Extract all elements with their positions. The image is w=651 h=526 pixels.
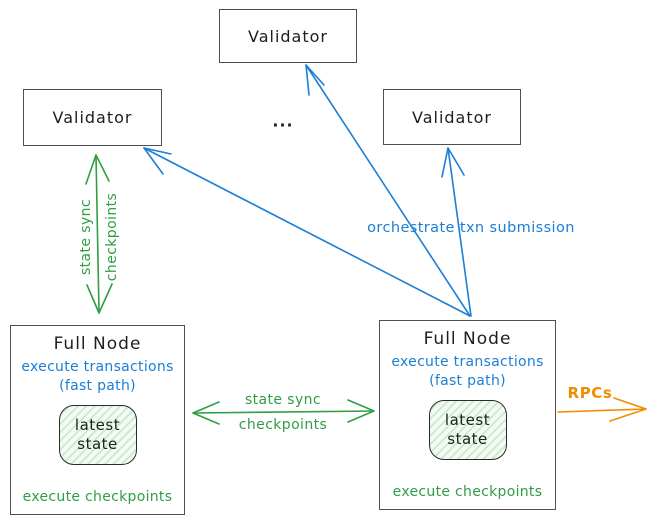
validator-box-left: Validator	[23, 89, 162, 146]
full-node-box-left: Full Node execute transactions (fast pat…	[10, 325, 185, 515]
state-sync-vertical-line1: state sync	[78, 198, 94, 276]
execute-transactions-line1: execute transactions	[391, 354, 544, 370]
fast-path-label: (fast path)	[59, 378, 136, 394]
state-sync-vertical-line2: checkpoints	[104, 192, 120, 282]
state-sync-vertical-label: state sync checkpoints	[73, 193, 125, 281]
validator-box-top: Validator	[219, 9, 357, 63]
validator-label: Validator	[412, 107, 492, 127]
latest-state-box: latest state	[58, 405, 137, 465]
execute-transactions-label: execute transactions (fast path)	[391, 353, 543, 391]
execute-transactions-line1: execute transactions	[21, 359, 174, 375]
latest-state-label-line1: latest	[444, 411, 491, 429]
state-sync-horizontal-arrow	[192, 399, 375, 425]
validator-label: Validator	[52, 108, 133, 127]
orchestrate-label: orchestrate txn submission	[367, 220, 575, 236]
orchestrate-arrow-to-right-validator	[441, 147, 472, 317]
latest-state-label-line2: state	[447, 430, 488, 448]
state-sync-vertical-arrow	[85, 154, 113, 314]
latest-state-label-line2: state	[77, 435, 118, 453]
latest-state-label-line1: latest	[74, 416, 121, 434]
full-node-title: Full Node	[53, 334, 142, 354]
rpcs-arrow	[557, 397, 647, 422]
full-node-box-right: Full Node execute transactions (fast pat…	[379, 320, 556, 510]
orchestrate-arrow-to-top-validator	[305, 64, 471, 317]
validator-label: Validator	[248, 26, 328, 46]
fast-path-label: (fast path)	[429, 373, 506, 389]
rpcs-label: RPCs	[567, 384, 613, 402]
validator-box-right: Validator	[383, 89, 521, 145]
execute-transactions-label: execute transactions (fast path)	[21, 358, 173, 396]
latest-state-box: latest state	[428, 400, 507, 460]
state-sync-horizontal-label-line2: checkpoints	[238, 417, 328, 433]
execute-checkpoints-label: execute checkpoints	[22, 489, 173, 505]
full-node-title: Full Node	[423, 329, 512, 349]
ellipsis-label: ...	[272, 111, 294, 131]
state-sync-horizontal-label-line1: state sync	[244, 392, 322, 408]
orchestrate-arrow-to-left-validator	[143, 147, 471, 317]
execute-checkpoints-label: execute checkpoints	[392, 484, 543, 500]
